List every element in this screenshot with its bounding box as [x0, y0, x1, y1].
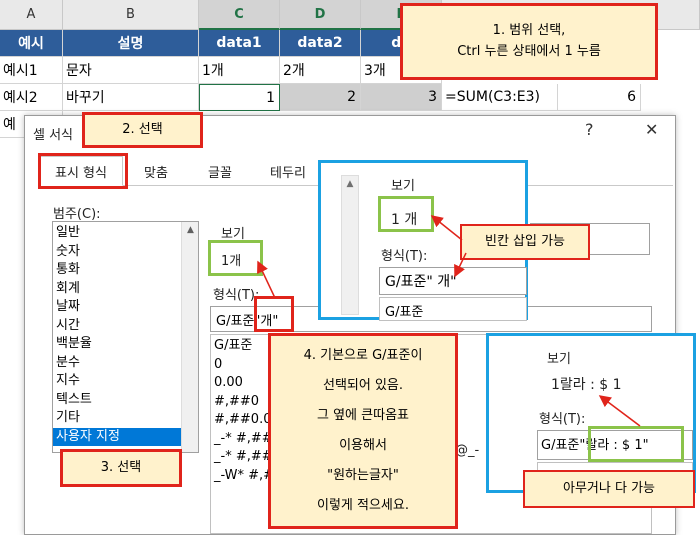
zoom2-highlight-text — [588, 426, 684, 462]
help-button[interactable]: ? — [585, 120, 594, 139]
format-item[interactable]: #,##0.00 — [214, 412, 280, 427]
tab-alignment[interactable]: 맞춤 — [144, 165, 168, 181]
category-item[interactable]: 텍스트 — [56, 391, 92, 407]
callout-step2-text: 2. 선택 — [122, 121, 163, 137]
tab-number-format[interactable]: 표시 형식 — [39, 156, 123, 186]
close-button[interactable]: ✕ — [645, 120, 659, 139]
callout-step4-line: 선택되어 있음. — [322, 378, 404, 393]
zoom-panel-blank: ▲ 보기 1 개 형식(T): G/표준" 개" G/표준 — [318, 160, 528, 321]
zoom1-highlight-sample — [378, 196, 434, 232]
format-label: 형식(T): — [213, 288, 260, 303]
tab-border[interactable]: 테두리 — [270, 165, 306, 181]
zoom2-sample-label: 보기 — [547, 352, 571, 367]
callout-blank-insert: 빈칸 삽입 가능 — [460, 224, 590, 260]
column-header-a[interactable]: A — [0, 0, 63, 30]
zoom1-sample-value: 1 개 — [391, 212, 418, 228]
sample-value: 1개 — [221, 254, 242, 269]
cell-c2[interactable]: 1개 — [199, 57, 280, 84]
format-item[interactable]: _-* #,##0 — [214, 430, 281, 446]
callout-blank-insert-text: 빈칸 삽입 가능 — [484, 233, 566, 249]
callout-step4-line: 4. 기본으로 G/표준이 — [303, 348, 423, 363]
category-item[interactable]: 숫자 — [56, 243, 80, 259]
cell-f3-formula[interactable]: =SUM(C3:E3) — [442, 84, 558, 111]
category-item[interactable]: 사용자 지정 — [53, 427, 198, 446]
category-item[interactable]: 분수 — [56, 354, 80, 370]
callout-step4-line: 그 옆에 큰따옴표 — [317, 408, 409, 423]
category-scrollbar[interactable]: ▲ — [181, 222, 198, 452]
zoom1-format-list-item: G/표준 — [379, 297, 527, 321]
zoom2-format-label: 형식(T): — [539, 412, 586, 427]
callout-step1: 1. 범위 선택, Ctrl 누른 상태에서 1 누름 — [400, 3, 658, 80]
sample-label: 보기 — [221, 227, 245, 242]
zoom1-format-label: 형식(T): — [381, 249, 428, 264]
arrow-to-sample — [257, 260, 276, 299]
header-cell-data1[interactable]: data1 — [199, 30, 280, 57]
column-header-c[interactable]: C — [199, 0, 280, 30]
callout-anything: 아무거나 다 가능 — [523, 470, 695, 508]
cell-d2[interactable]: 2개 — [280, 57, 361, 84]
cell-a3[interactable]: 예시2 — [0, 84, 63, 111]
highlight-sample — [208, 240, 263, 276]
cell-c3[interactable]: 1 — [199, 84, 280, 111]
callout-anything-text: 아무거나 다 가능 — [563, 480, 655, 496]
category-item[interactable]: 일반 — [56, 225, 80, 240]
callout-step4-line: "원하는글자" — [327, 468, 399, 483]
arrow-to-zoom1-sample — [430, 215, 463, 241]
callout-step2: 2. 선택 — [82, 112, 203, 148]
callout-step1-line2: Ctrl 누른 상태에서 1 누름 — [457, 43, 601, 59]
zoom1-scrollbar: ▲ — [341, 175, 359, 315]
format-item[interactable]: _-W* #,## — [214, 467, 285, 483]
category-item[interactable]: 기타 — [56, 410, 80, 425]
format-item[interactable]: #,##0 — [214, 393, 260, 409]
format-list-tail: @_- — [455, 443, 480, 458]
scroll-up-icon[interactable]: ▲ — [187, 225, 194, 235]
cell-d3[interactable]: 2 — [280, 84, 361, 111]
column-header-d[interactable]: D — [280, 0, 361, 30]
callout-step3-text: 3. 선택 — [100, 459, 142, 475]
header-cell-description[interactable]: 설명 — [63, 30, 199, 57]
category-item[interactable]: 지수 — [56, 373, 80, 388]
highlight-number-format-tab — [38, 153, 128, 189]
zoom1-format-input[interactable]: G/표준" 개" — [379, 267, 527, 295]
zoom2-sample-value: 1랄라 : $ 1 — [551, 377, 622, 393]
header-cell-example[interactable]: 예시 — [0, 30, 63, 57]
callout-step3: 3. 선택 — [60, 449, 182, 487]
category-item[interactable]: 날짜 — [56, 299, 80, 314]
category-item[interactable]: 통화 — [56, 262, 80, 277]
category-item[interactable]: 시간 — [56, 317, 80, 333]
format-item[interactable]: G/표준 — [214, 338, 253, 353]
cell-a2[interactable]: 예시1 — [0, 57, 63, 84]
category-item[interactable]: 회계 — [56, 280, 80, 296]
callout-step4-line: 이렇게 적으세요. — [317, 498, 409, 513]
column-header-b[interactable]: B — [63, 0, 199, 30]
header-cell-data2[interactable]: data2 — [280, 30, 361, 57]
zoom1-sample-label: 보기 — [391, 179, 415, 194]
dialog-title: 셀 서식 — [33, 128, 74, 143]
category-item[interactable]: 백분율 — [56, 336, 92, 351]
format-item[interactable]: 0.00 — [214, 375, 243, 390]
callout-step4-line: 이용해서 — [339, 438, 387, 453]
tab-font[interactable]: 글꼴 — [208, 165, 232, 181]
format-item[interactable]: _-* #,##0 — [214, 449, 281, 464]
arrow-to-zoom1-format — [454, 252, 467, 278]
format-item[interactable]: 0 — [214, 356, 223, 372]
category-label: 범주(C): — [53, 207, 101, 222]
cell-g3-result[interactable]: 6 — [558, 84, 641, 111]
arrow-to-zoom2-sample — [598, 395, 641, 427]
callout-step1-line1: 1. 범위 선택, — [492, 22, 566, 38]
zoom1-scroll-up-icon: ▲ — [346, 179, 354, 189]
cell-b2[interactable]: 문자 — [63, 57, 199, 84]
cell-e3[interactable]: 3 — [361, 84, 442, 111]
cell-b3[interactable]: 바꾸기 — [63, 84, 199, 111]
